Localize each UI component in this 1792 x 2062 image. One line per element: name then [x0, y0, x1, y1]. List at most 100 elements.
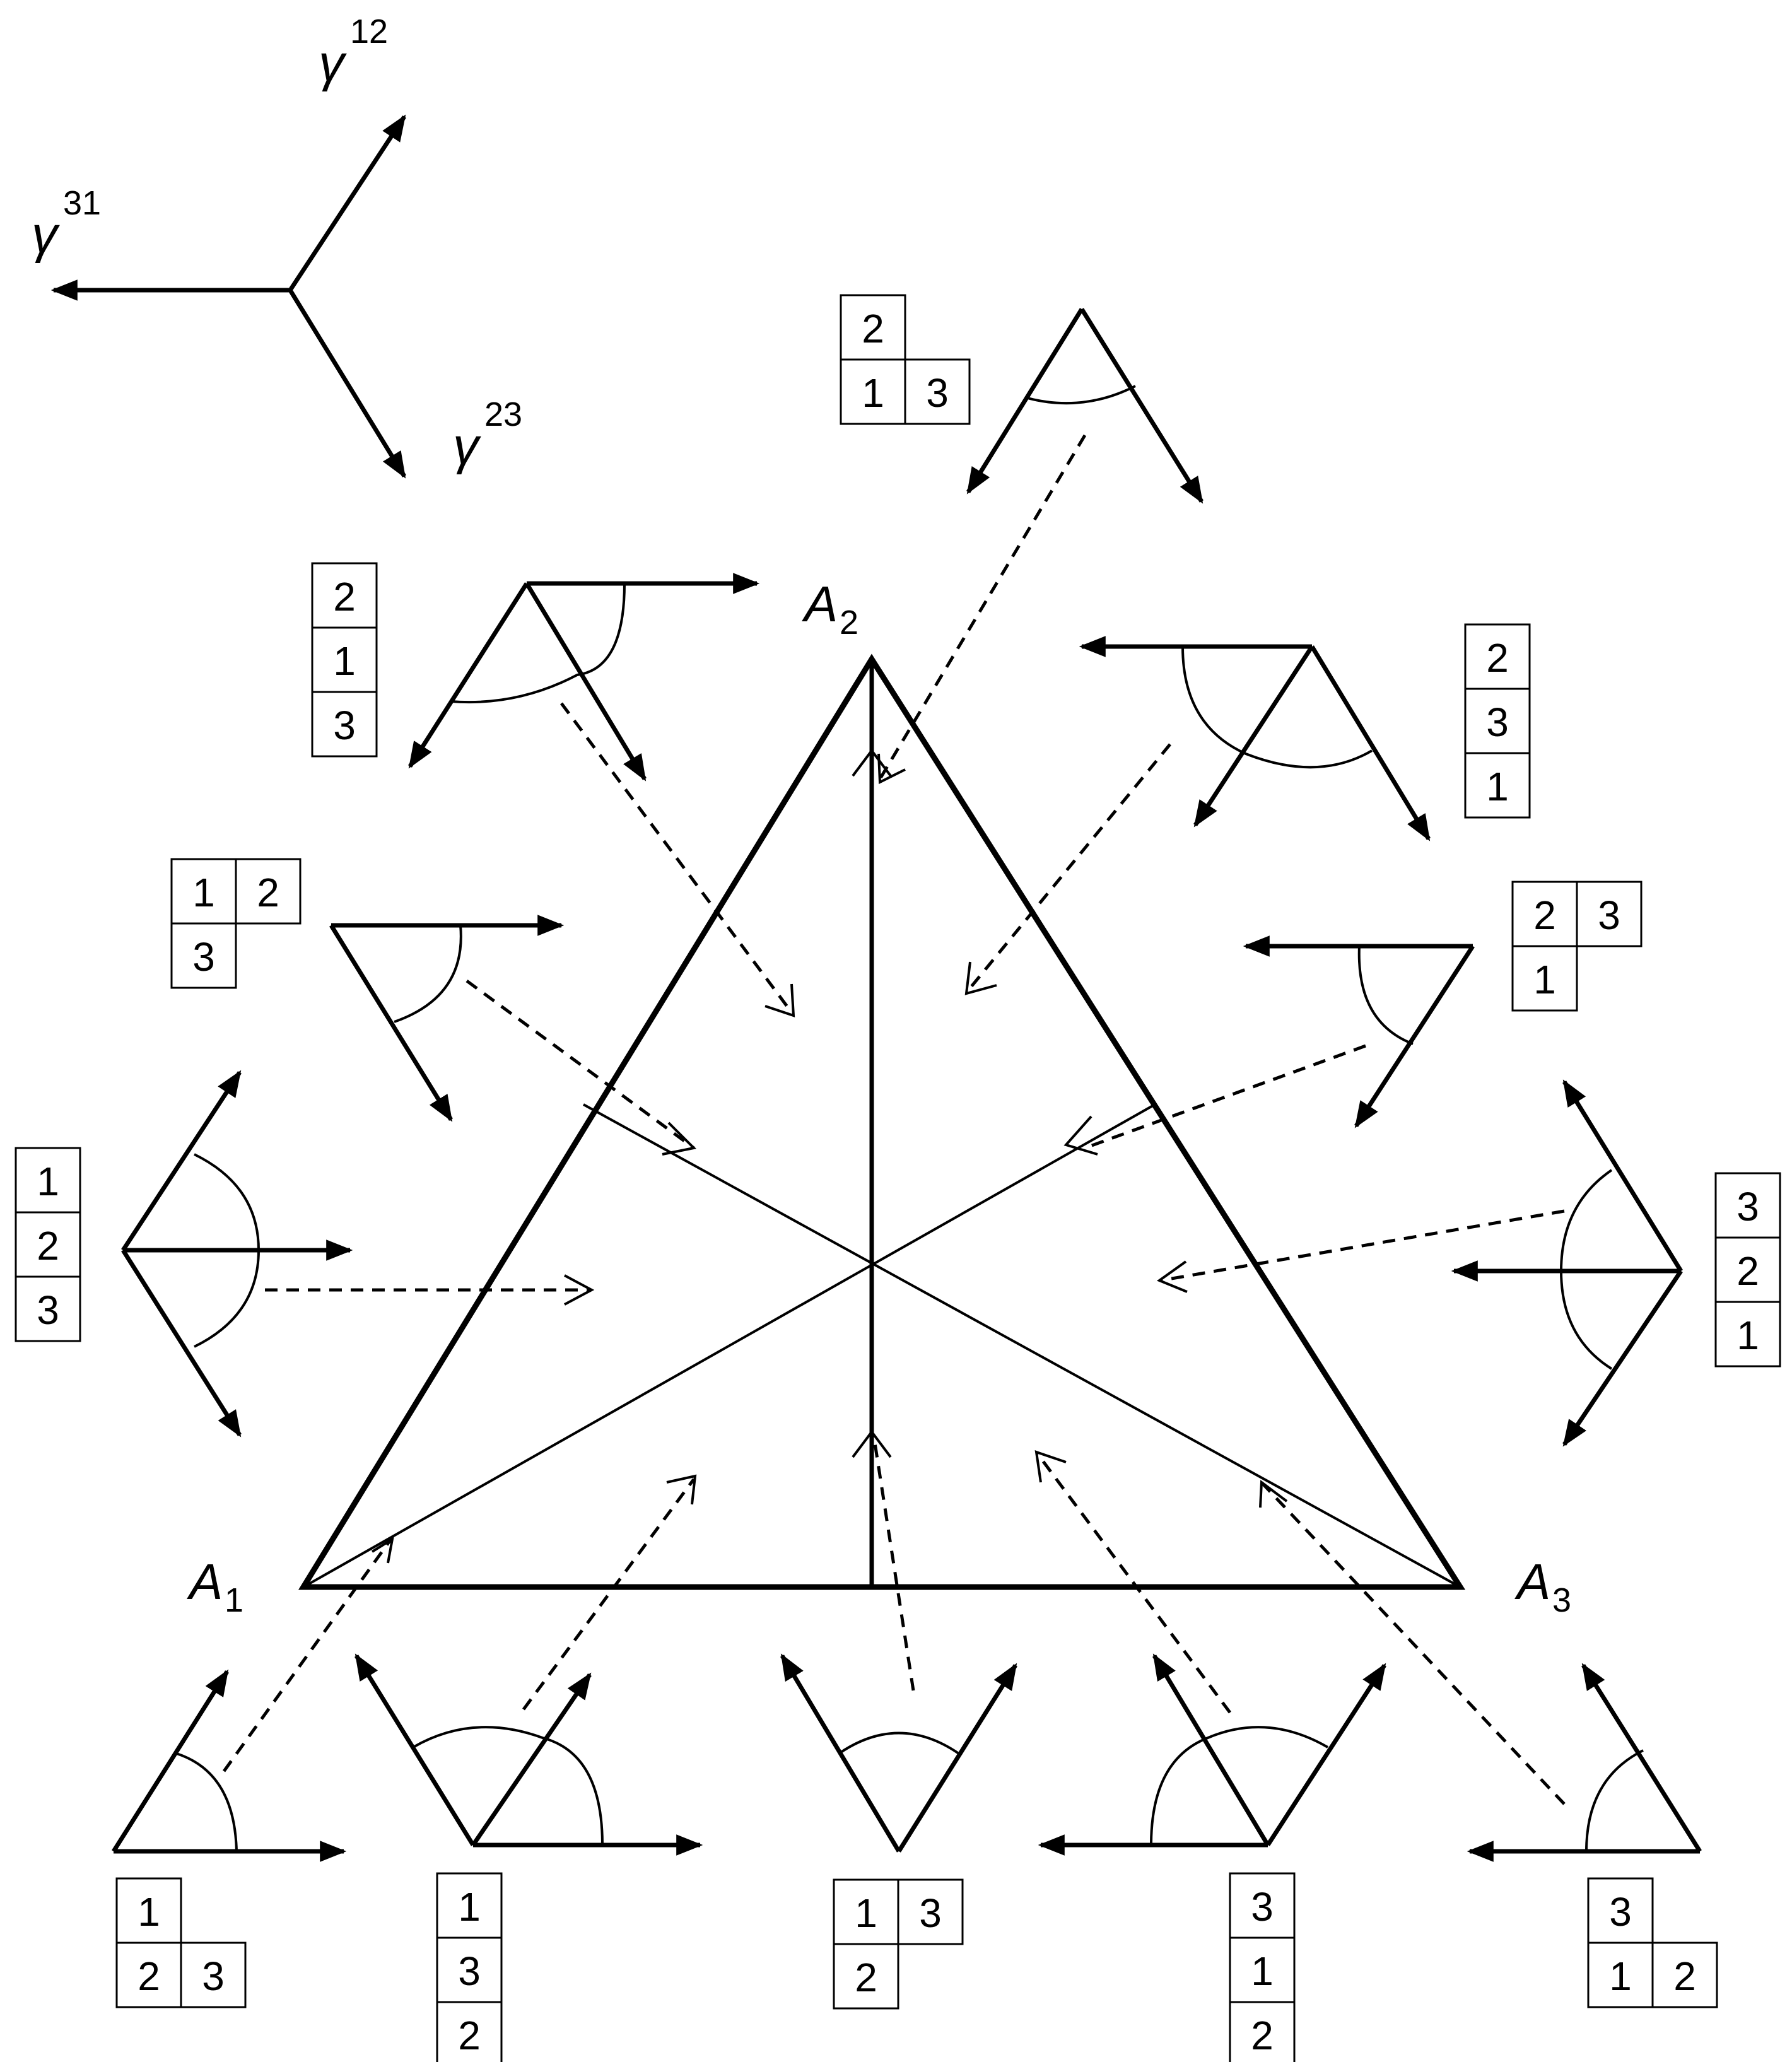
tableau-cell-value: 2 — [458, 2013, 481, 2058]
tableau-cell — [897, 1878, 964, 1945]
gamma-23-sup: 23 — [484, 395, 522, 433]
tableau-cell — [436, 2001, 503, 2062]
dashed-arrow-bottom-left — [222, 1538, 393, 1772]
tableau-cell-value: 2 — [333, 574, 356, 619]
tableau-cell-value: 2 — [855, 1955, 877, 2000]
tableau-cell-value: 1 — [37, 1159, 59, 1204]
young-tableau-ur-col: 2 3 1 — [1464, 623, 1531, 819]
tableau-cell-value: 1 — [458, 1884, 481, 1930]
tableau-cell-value: 3 — [1609, 1889, 1632, 1935]
tableau-cell — [904, 358, 971, 425]
tableau-cell — [115, 1877, 182, 1944]
tableau-cell — [170, 922, 237, 989]
gamma-31-sup: 31 — [63, 184, 101, 222]
tableau-cell — [833, 1943, 899, 2010]
chamber-icon-bottom-2 — [354, 1653, 703, 1856]
tableau-cell — [170, 858, 237, 925]
dashed-arrow-bottom-4 — [1036, 1453, 1232, 1714]
tableau-cell-value: 2 — [138, 1954, 160, 1999]
gamma-12-axis — [288, 114, 406, 291]
gamma-12-sup: 12 — [350, 13, 388, 50]
chamber-icon-bottom-3 — [780, 1653, 1017, 1853]
tableau-cell-value: 1 — [333, 638, 356, 684]
vertex-sub-a1: 1 — [225, 1581, 243, 1619]
tableau-cell — [1464, 752, 1531, 819]
tableau-cell-value: 3 — [1736, 1184, 1759, 1229]
vertex-label-a2: A — [802, 576, 838, 632]
tableau-cell-value: 1 — [1609, 1954, 1632, 1999]
vertex-sub-a2: 2 — [840, 604, 858, 641]
dashed-arrow-mid-upper-left — [466, 979, 695, 1150]
tableau-cell-value: 3 — [1598, 893, 1620, 938]
young-tableau-b4-col: 312 — [1229, 1872, 1296, 2062]
tableau-cell — [1714, 1236, 1781, 1303]
tableau-cell-value: 3 — [1486, 700, 1509, 745]
chamber-icon-top — [966, 308, 1203, 504]
tableau-cell-value: 3 — [37, 1287, 59, 1333]
tableau-cell — [1464, 688, 1531, 754]
tableau-cell-value: 3 — [1251, 1884, 1274, 1930]
tableau-cell — [1587, 1942, 1654, 2008]
chamber-icon-right — [1451, 1079, 1683, 1447]
median-a1 — [303, 1103, 1156, 1588]
vertex-label-a3: A — [1514, 1554, 1550, 1610]
tableau-cell — [1464, 623, 1531, 690]
young-tableau-b2-col: 1 3 2 — [436, 1872, 503, 2062]
chamber-icon-bottom-left — [112, 1669, 347, 1862]
chamber-icon-left — [121, 1070, 353, 1438]
tableau-cell — [1229, 2001, 1296, 2062]
tableau-cell-value: 1 — [855, 1890, 877, 1936]
gamma-23-symbol: γ — [453, 418, 481, 475]
chamber-icon-mid-upper-left — [329, 915, 565, 1122]
gamma-legend: γ 12 γ 31 γ 23 — [32, 13, 522, 479]
young-tableau-ul-col: 2 1 3 — [311, 562, 378, 758]
dashed-arrow-upper-right — [967, 743, 1171, 992]
tableau-cell-value: 2 — [1736, 1248, 1759, 1294]
gamma-31-symbol: γ — [32, 206, 60, 264]
tableau-cell — [840, 358, 906, 425]
tableau-cell — [115, 1942, 182, 2008]
tableau-cell-value: 2 — [1486, 635, 1509, 681]
chamber-icon-upper-right — [1079, 636, 1431, 841]
tableau-cell-value: 2 — [1533, 893, 1556, 938]
tableau-cell-value: 1 — [138, 1889, 160, 1935]
tableau-cell-value: 2 — [1673, 1954, 1696, 1999]
median-arrowhead-a3 — [1259, 1480, 1288, 1508]
tableau-cell-value: 1 — [1736, 1313, 1759, 1358]
tableau-cell — [1576, 881, 1643, 947]
tableau-cell-value: 2 — [37, 1223, 59, 1268]
dashed-arrow-bottom-2 — [522, 1478, 696, 1711]
tableau-cell-value: 1 — [1486, 764, 1509, 809]
median-arrowhead-a1 — [371, 1536, 394, 1564]
chamber-icon-bottom-4 — [1038, 1653, 1386, 1856]
tableau-cell-value: 3 — [333, 703, 356, 748]
dashed-arrows — [222, 434, 1566, 1805]
gamma-12-symbol: γ — [319, 35, 347, 92]
dashed-arrow-top — [878, 434, 1087, 780]
dashed-arrow-upper-left — [559, 702, 794, 1014]
tableau-cell — [1714, 1172, 1781, 1239]
tableau-cell-value: 3 — [926, 370, 949, 416]
median-arrowhead-right — [1063, 1115, 1098, 1156]
tableau-cell — [1714, 1301, 1781, 1368]
vertex-label-a1: A — [187, 1554, 223, 1610]
tableau-cell-value: 3 — [192, 934, 215, 980]
tableau-cell — [1511, 945, 1578, 1012]
triangle-outline — [298, 653, 1466, 1590]
dashed-arrow-right — [1160, 1209, 1565, 1282]
tableau-cell-value: 3 — [202, 1954, 225, 1999]
tableau-cell — [180, 1942, 247, 2008]
vertex-sub-a3: 3 — [1552, 1581, 1571, 1619]
tableau-cell-value: 1 — [1251, 1948, 1274, 1994]
young-tableau-right-col: 3 2 1 — [1714, 1172, 1781, 1368]
dashed-arrow-mid-upper-right — [1084, 1044, 1366, 1150]
tableau-cell — [1229, 1872, 1296, 1939]
tableau-cell-value: 2 — [862, 306, 884, 351]
tableau-cell-value: 3 — [458, 1948, 481, 1994]
